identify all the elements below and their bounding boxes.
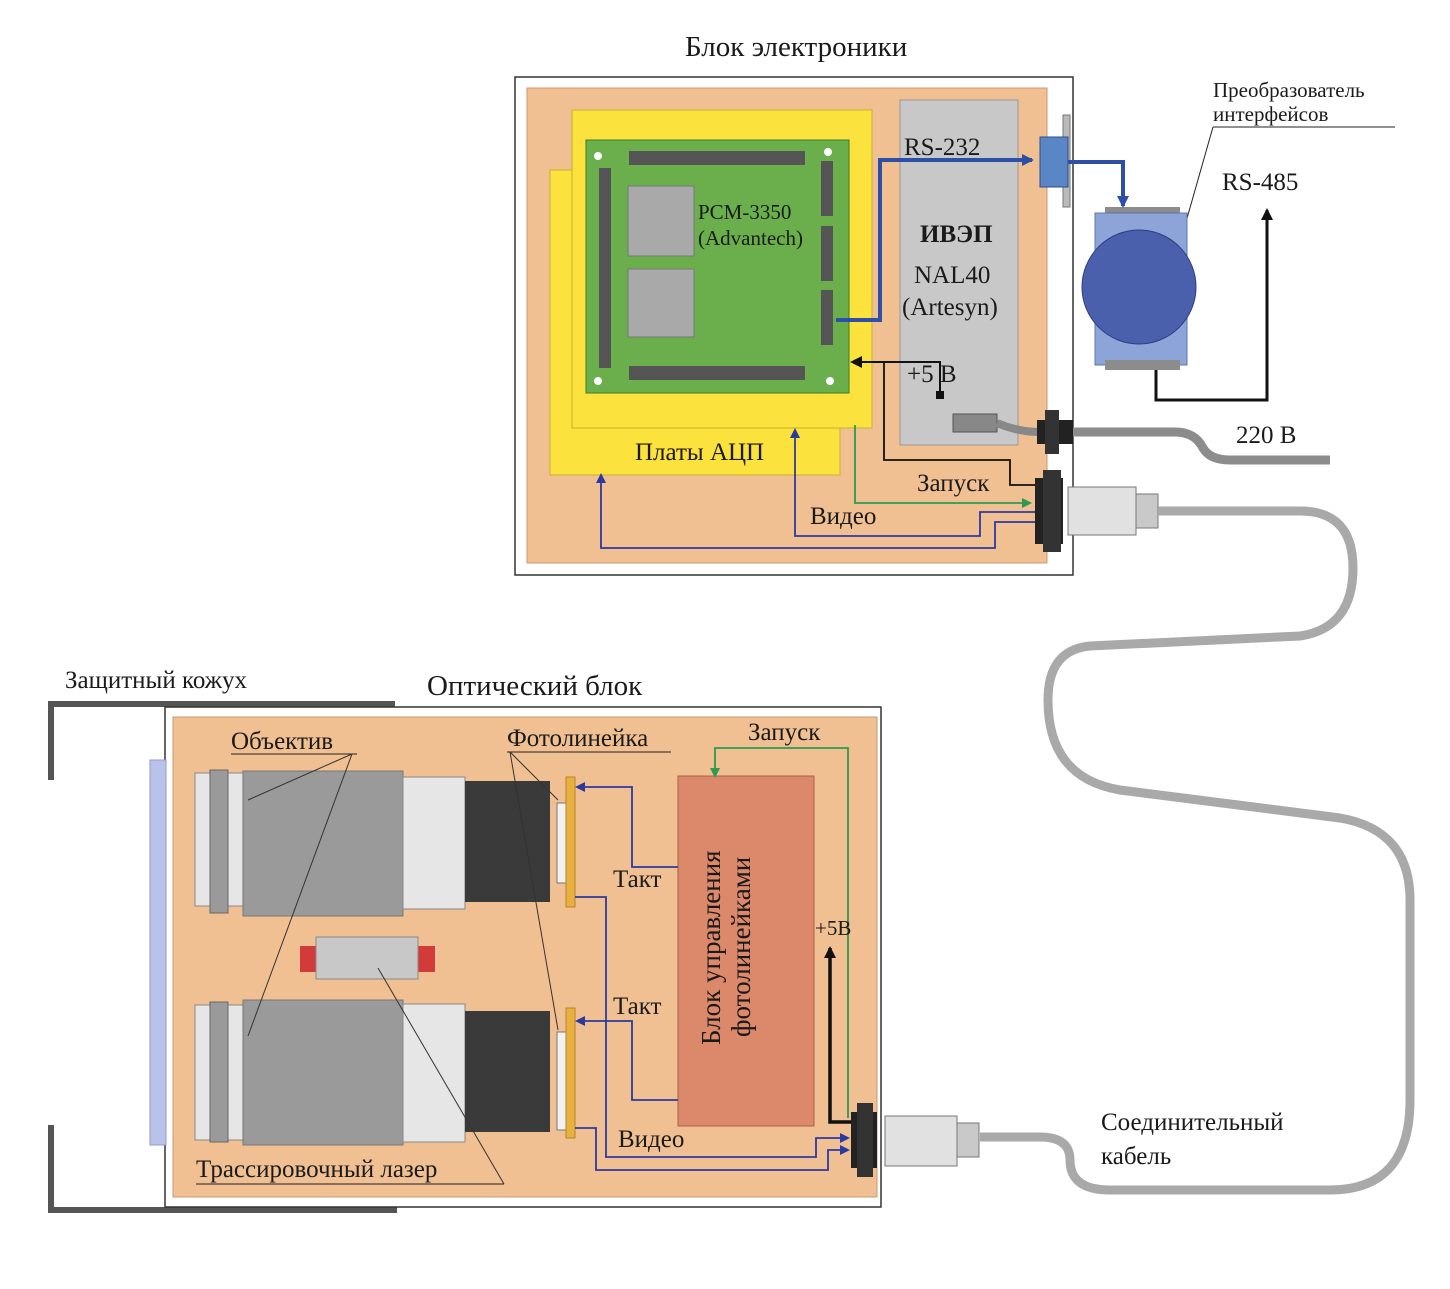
photoline-bottom [556, 1007, 576, 1139]
trigger-label-opt: Запуск [748, 719, 821, 746]
video-label-opt: Видео [618, 1126, 684, 1153]
lens-label: Объектив [231, 728, 333, 755]
video-line-opt-2 [575, 1127, 850, 1171]
signal-connector-optical [851, 1103, 980, 1177]
clock-line-2 [575, 1016, 678, 1101]
rs485-label: RS-485 [1222, 169, 1298, 196]
electronics-block-title: Блок электроники [685, 31, 907, 63]
pcm-3350-board: PCM-3350 (Advantech) [585, 139, 850, 394]
photoline-label: Фотолинейка [507, 725, 648, 752]
mains-connector [995, 410, 1073, 454]
trigger-line-opt [710, 747, 849, 1118]
adc-boards-label: Платы АЦП [635, 439, 764, 466]
clock-label-1: Такт [613, 866, 662, 893]
mains-cable [1073, 427, 1330, 465]
rs232-to-converter-line [1068, 160, 1129, 208]
interface-converter: Преобразователь интерфейсов RS-485 [1068, 78, 1395, 402]
plus5v-line-opt [824, 946, 855, 1124]
clock-label-2: Такт [613, 993, 662, 1020]
control-unit-label-line2: фотолинейками [726, 857, 756, 1037]
photoline-top [556, 776, 576, 908]
psu-vendor: (Artesyn) [902, 294, 998, 321]
video-line-opt-1 [575, 896, 850, 1158]
converter-label-line2: интерфейсов [1213, 102, 1328, 126]
tracing-laser [300, 936, 435, 980]
video-label-elec: Видео [810, 503, 876, 530]
plus5v-label: +5 В [907, 361, 957, 388]
rs232-label: RS-232 [904, 134, 980, 161]
electronics-block: Блок электроники Платы АЦП PCM-3350 (Adv… [514, 31, 1330, 576]
lens-camera-top [194, 769, 550, 917]
psu-to-connector-line [883, 362, 1035, 486]
lens-camera-bottom [194, 999, 550, 1146]
trigger-label-elec: Запуск [917, 470, 990, 497]
psu-model: NAL40 [914, 262, 990, 289]
video-line-1 [790, 428, 1035, 537]
board-vendor: (Advantech) [698, 226, 803, 250]
optical-block-title: Оптический блок [427, 670, 643, 702]
window-glass [149, 759, 167, 1146]
housing-label: Защитный кожух [65, 667, 248, 694]
control-unit-label-line1: Блок управления [696, 850, 726, 1045]
trigger-line-elec [854, 425, 1032, 508]
mains-label: 220 В [1236, 422, 1296, 449]
rs232-line [836, 154, 1034, 322]
photoline-control-unit: Блок управления фотолинейками [677, 775, 815, 1127]
cable-label-line1: Соединительный [1101, 1109, 1284, 1136]
optical-block: Оптический блок Защитный кожух [48, 667, 980, 1213]
video-line-2 [596, 473, 1035, 549]
converter-label-line1: Преобразователь [1213, 78, 1365, 102]
rs485-line [1154, 208, 1273, 402]
psu-name: ИВЭП [920, 221, 993, 248]
protective-housing-top [48, 701, 395, 780]
plus5v-label-opt: +5В [815, 916, 851, 940]
cable-label-line2: кабель [1101, 1143, 1171, 1170]
plus5v-line [850, 356, 941, 395]
board-name: PCM-3350 [698, 200, 791, 224]
clock-line-1 [575, 782, 678, 868]
signal-connector-electronics [1035, 470, 1159, 552]
protective-housing-bottom [48, 1125, 397, 1213]
laser-label: Трассировочный лазер [196, 1156, 437, 1183]
mains-terminal [952, 413, 998, 433]
power-supply: ИВЭП NAL40 (Artesyn) [899, 99, 1019, 446]
db9-connector [1039, 114, 1071, 208]
connecting-cable [980, 506, 1415, 1195]
